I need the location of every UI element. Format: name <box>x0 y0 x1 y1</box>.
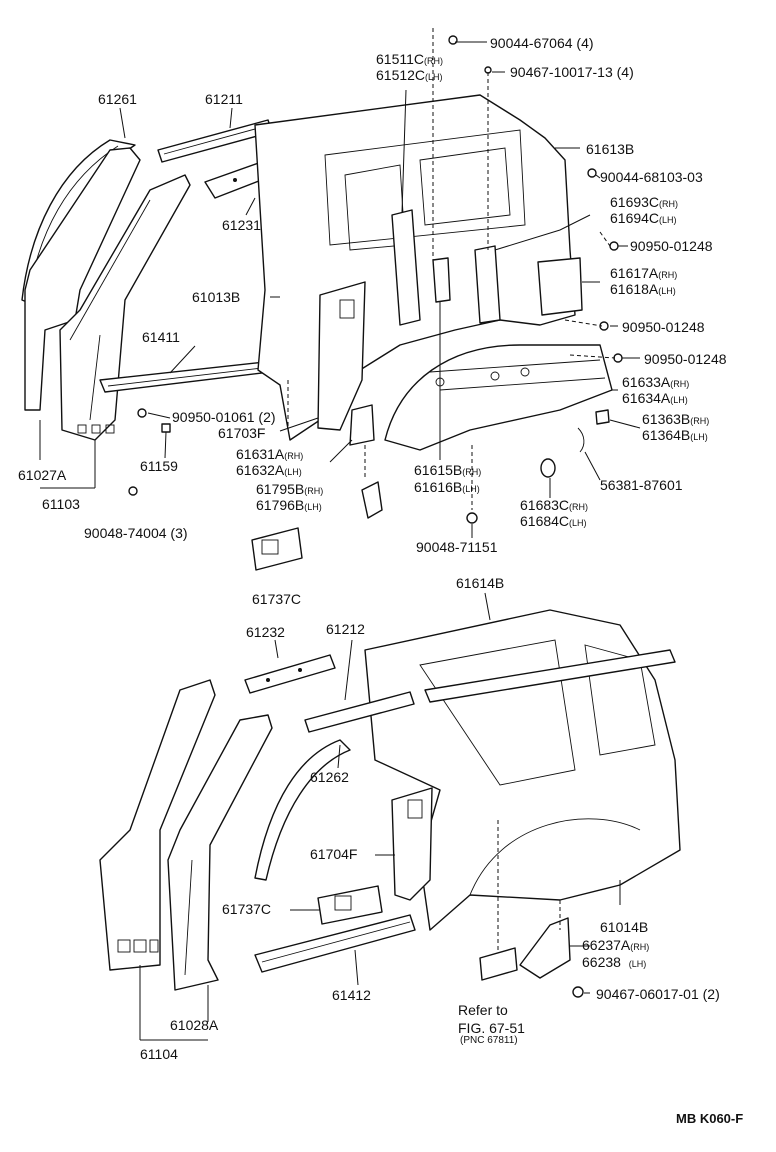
label-61632A: 61632A(LH) <box>236 462 302 478</box>
label-90950-01248-a: 90950-01248 <box>630 238 713 254</box>
label-90467-06017: 90467-06017-01 (2) <box>596 986 720 1002</box>
label-61364B: 61364B(LH) <box>642 427 708 443</box>
label-61613B: 61613B <box>586 141 635 157</box>
label-61014B: 61014B <box>600 919 649 935</box>
label-61412: 61412 <box>332 987 371 1003</box>
label-90950-01061: 90950-01061 (2) <box>172 409 276 425</box>
label-90048-74004: 90048-74004 (3) <box>84 525 188 541</box>
label-61694C: 61694C(LH) <box>610 210 677 226</box>
pillar-61703F <box>317 281 366 431</box>
wheelhouse-61633A <box>384 344 613 451</box>
label-61796B: 61796B(LH) <box>256 497 322 513</box>
label-61212: 61212 <box>326 621 365 637</box>
hook-56381 <box>577 427 585 453</box>
pillar-61104 <box>99 679 216 971</box>
label-61634A: 61634A(LH) <box>622 390 688 406</box>
label-61795B: 61795B(RH) <box>256 481 324 497</box>
label-61615B: 61615B(RH) <box>414 462 482 478</box>
diagram-code: MB K060-F <box>676 1111 744 1126</box>
bracket-61232 <box>244 654 336 694</box>
label-61703F: 61703F <box>218 425 266 441</box>
label-61704F: 61704F <box>310 846 358 862</box>
label-61159: 61159 <box>140 458 178 474</box>
label-90950-01248-c: 90950-01248 <box>644 351 727 367</box>
refer-plate <box>479 947 518 981</box>
grommet-61683C <box>540 458 556 478</box>
label-61104: 61104 <box>140 1046 178 1062</box>
label-90950-01248-b: 90950-01248 <box>622 319 705 335</box>
label-90048-71151: 90048-71151 <box>416 539 498 555</box>
refer-line2: FIG. 67-51 <box>458 1020 525 1036</box>
bracket-61631A <box>349 404 375 446</box>
upper-assembly <box>21 28 623 571</box>
label-61262: 61262 <box>310 769 349 785</box>
label-61631A: 61631A(RH) <box>236 446 304 462</box>
refer-line3: (PNC 67811) <box>460 1035 518 1046</box>
label-61261: 61261 <box>98 91 137 107</box>
label-61684C: 61684C(LH) <box>520 513 587 529</box>
label-61618A: 61618A(LH) <box>610 281 676 297</box>
label-61103: 61103 <box>42 496 80 512</box>
bracket-61795B <box>361 481 383 519</box>
label-61027A: 61027A <box>18 467 67 483</box>
clip-61363B <box>595 409 610 425</box>
label-90044-68103: 90044-68103-03 <box>600 169 703 185</box>
label-61614B: 61614B <box>456 575 505 591</box>
label-61231: 61231 <box>222 217 261 233</box>
bracket-61737C-upper <box>251 527 303 571</box>
pillar-61028A <box>167 714 273 991</box>
label-61617A: 61617A(RH) <box>610 265 678 281</box>
panel-61617A <box>537 257 583 316</box>
label-61211: 61211 <box>205 91 243 107</box>
label-66237A: 66237A(RH) <box>582 937 650 953</box>
label-61232: 61232 <box>246 624 285 640</box>
mudguard-66237A <box>519 917 571 979</box>
label-61411: 61411 <box>142 329 180 345</box>
label-61363B: 61363B(RH) <box>642 411 710 427</box>
label-61693C: 61693C(RH) <box>610 194 679 210</box>
pillar-61704F <box>391 787 433 901</box>
label-66238: 66238 (LH) <box>582 954 647 970</box>
label-56381-87601: 56381-87601 <box>600 477 683 493</box>
label-61616B: 61616B(LH) <box>414 479 480 495</box>
label-90044-67064: 90044-67064 (4) <box>490 35 594 51</box>
leader-lines <box>39 41 641 1041</box>
brace-61615B <box>432 257 451 303</box>
label-61633A: 61633A(RH) <box>622 374 690 390</box>
label-61028A: 61028A <box>170 1017 219 1033</box>
label-61512C: 61512C(LH) <box>376 67 443 83</box>
pillar-61511C <box>391 209 421 326</box>
rocker-61412 <box>254 914 416 973</box>
refer-line1: Refer to <box>458 1002 508 1018</box>
label-61737C-lower: 61737C <box>222 901 272 917</box>
seal-61262 <box>254 739 351 881</box>
rail-61212 <box>304 691 415 733</box>
lower-assembly <box>99 609 681 998</box>
label-61511C: 61511C(RH) <box>376 51 444 67</box>
label-61013B: 61013B <box>192 289 241 305</box>
bracket-61737C-lower <box>317 885 383 925</box>
latch-61693C <box>474 245 501 324</box>
label-61683C: 61683C(RH) <box>520 497 589 513</box>
label-61737C-upper: 61737C <box>252 591 302 607</box>
pillar-inner-61027A <box>24 147 141 411</box>
pillar-61103 <box>59 174 191 441</box>
label-90467-10017: 90467-10017-13 (4) <box>510 64 634 80</box>
